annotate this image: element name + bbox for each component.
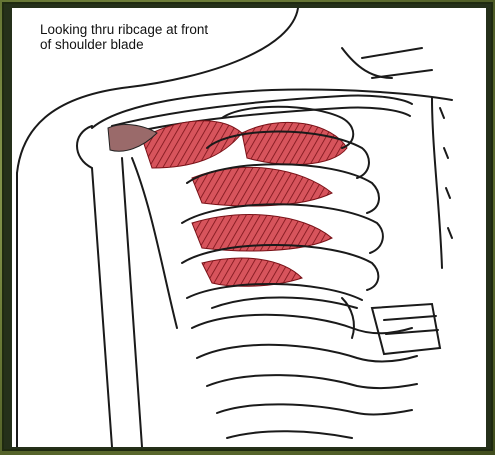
rib-7 — [192, 315, 412, 333]
rib-11 — [227, 431, 352, 438]
spine-outline — [342, 48, 432, 78]
rib-9 — [207, 375, 417, 388]
subscapularis-muscle — [108, 121, 347, 286]
scapula-edge — [132, 158, 177, 328]
humerus — [77, 126, 112, 447]
clavicle — [112, 95, 412, 126]
ribcage-illustration — [12, 8, 486, 447]
shoulder-top — [92, 90, 452, 128]
illustration-canvas: Looking thru ribcage at front of shoulde… — [12, 8, 486, 447]
rib-10 — [217, 404, 412, 414]
